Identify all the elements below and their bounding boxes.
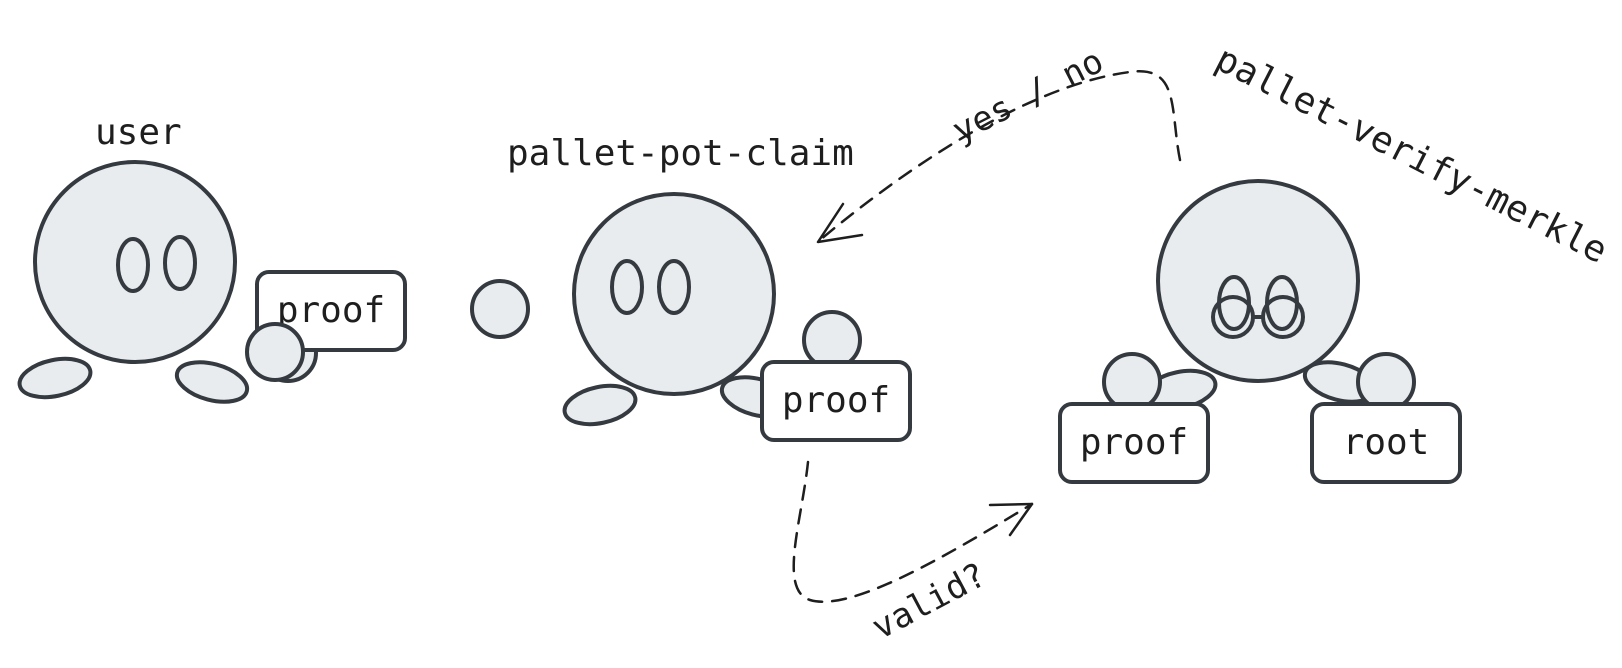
actor-pot-claim: pallet-pot-claim proof xyxy=(507,133,912,442)
edge-valid-query-arrowhead xyxy=(988,502,1034,537)
edge-valid-query-line xyxy=(792,460,1034,603)
glasses-icon xyxy=(1211,295,1305,339)
verify-root-card xyxy=(1310,402,1462,484)
verify-proof-label: proof xyxy=(1080,422,1188,463)
edge-valid-query: valid? xyxy=(792,460,1034,648)
pot-left-eye xyxy=(610,259,644,315)
pot-left-foot xyxy=(562,383,638,427)
pot-right-eye xyxy=(657,259,691,315)
verify-body xyxy=(1156,179,1360,383)
pot-proof-card xyxy=(760,360,912,442)
verify-left-hand xyxy=(1102,352,1162,412)
edge-response-arrowhead xyxy=(816,202,864,244)
user-proof-label: proof xyxy=(277,290,385,331)
verify-right-hand xyxy=(1356,352,1416,412)
user-hand-front xyxy=(245,322,305,382)
edge-valid-query-label: valid? xyxy=(865,555,992,648)
verify-proof-card xyxy=(1058,402,1210,484)
verify-root-label: root xyxy=(1343,422,1430,463)
user-right-eye xyxy=(163,235,197,291)
actor-user: user proof xyxy=(17,112,407,404)
pot-hand xyxy=(802,310,862,370)
actor-pot-claim-label: pallet-pot-claim xyxy=(507,133,854,174)
edge-response-label: yes / no xyxy=(946,41,1110,151)
token-in-transit xyxy=(470,279,530,339)
edge-response-line xyxy=(818,70,1182,242)
pot-proof-label: proof xyxy=(782,380,890,421)
actor-user-label: user xyxy=(95,112,182,153)
user-body xyxy=(33,160,237,364)
actor-verify-merkle: pallet-verify-merkle proof root xyxy=(1058,38,1614,484)
user-right-foot xyxy=(174,360,250,404)
edge-response: yes / no xyxy=(816,41,1182,244)
pot-body xyxy=(572,192,776,396)
user-left-foot xyxy=(17,356,93,400)
user-left-eye xyxy=(116,237,150,293)
